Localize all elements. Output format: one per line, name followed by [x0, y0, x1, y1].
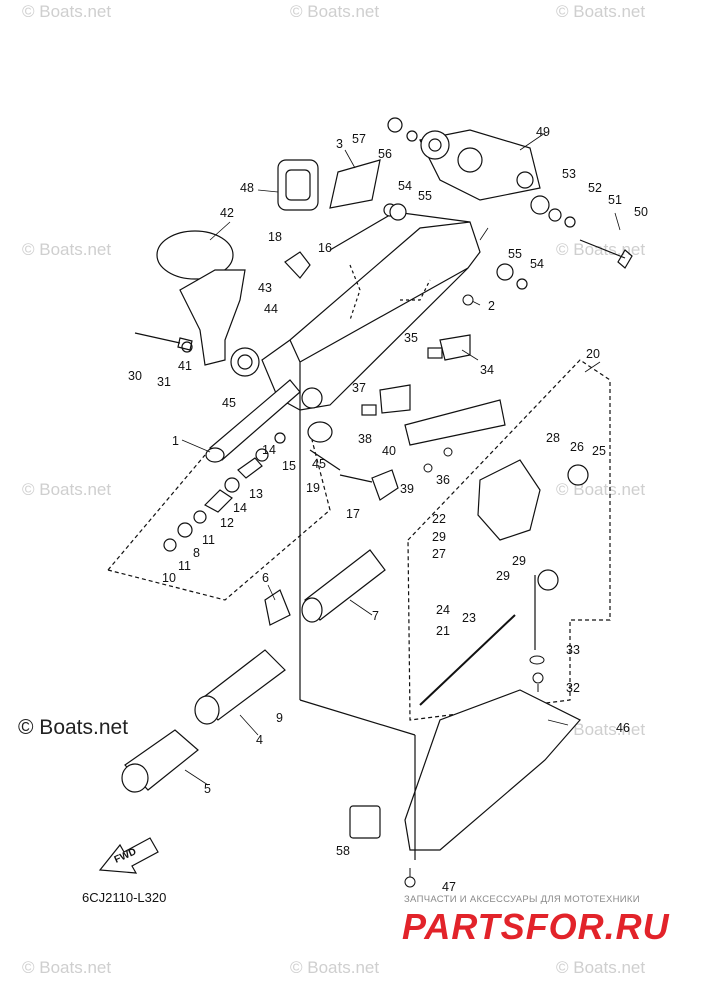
callout-40: 40 — [382, 444, 396, 458]
assembly-22 — [477, 459, 541, 541]
part-58 — [349, 805, 381, 839]
watermark: © Boats.net — [556, 2, 646, 21]
callout-29b: 29 — [512, 554, 526, 568]
watermark: © Boats.net — [290, 958, 380, 977]
callout-39: 39 — [400, 482, 414, 496]
callout-20: 20 — [586, 347, 600, 361]
callout-38: 38 — [358, 432, 372, 446]
callout-54b: 54 — [530, 257, 544, 271]
callout-55: 55 — [418, 189, 432, 203]
part-48 — [277, 159, 319, 211]
callout-15: 15 — [282, 459, 296, 473]
watermark-large: © Boats.net — [18, 716, 129, 739]
callout-44: 44 — [264, 302, 278, 316]
callout-45b: 45 — [312, 457, 326, 471]
group-frame-20 — [407, 359, 611, 721]
callout-42: 42 — [220, 206, 234, 220]
watermark: © Boats.net — [22, 2, 112, 21]
callout-58: 58 — [336, 844, 350, 858]
callout-12: 12 — [220, 516, 234, 530]
callout-34: 34 — [480, 363, 494, 377]
watermark: © Boats.net — [290, 2, 380, 21]
callout-32: 32 — [566, 681, 580, 695]
callout-11: 11 — [202, 533, 215, 547]
callout-3: 3 — [336, 137, 343, 151]
callout-29c: 29 — [496, 569, 510, 583]
callout-30: 30 — [128, 369, 142, 383]
watermark: © Boats.net — [22, 240, 112, 259]
callout-57: 57 — [352, 132, 366, 146]
callout-8: 8 — [193, 546, 200, 560]
fwd-arrow — [98, 837, 159, 874]
callout-4: 4 — [256, 733, 263, 747]
callout-2: 2 — [488, 299, 495, 313]
bolt-30 — [134, 332, 193, 351]
callout-11b: 11 — [178, 559, 191, 573]
callout-46: 46 — [616, 721, 630, 735]
diagram-code: 6CJ2110-L320 — [82, 890, 167, 905]
callout-5: 5 — [204, 782, 211, 796]
callout-24: 24 — [436, 603, 450, 617]
callout-52: 52 — [588, 181, 602, 195]
callout-35: 35 — [404, 331, 418, 345]
cover-46 — [404, 689, 581, 851]
promo-text: ЗАПЧАСТИ И АКСЕССУАРЫ ДЛЯ МОТОТЕХНИКИ — [404, 894, 640, 905]
callout-55b: 55 — [508, 247, 522, 261]
callout-31: 31 — [157, 375, 171, 389]
callout-37: 37 — [352, 381, 366, 395]
callout-43: 43 — [258, 281, 272, 295]
shaft-1 — [209, 379, 301, 461]
cap-42 — [156, 230, 234, 280]
callout-48: 48 — [240, 181, 254, 195]
lever-41 — [179, 269, 246, 366]
callout-25: 25 — [592, 444, 606, 458]
callout-23: 23 — [462, 611, 476, 625]
callout-19: 19 — [306, 481, 320, 495]
tiller-handle-body — [261, 221, 481, 411]
callout-1: 1 — [172, 434, 179, 448]
callout-13: 13 — [249, 487, 263, 501]
callout-56: 56 — [378, 147, 392, 161]
callout-16: 16 — [318, 241, 332, 255]
callout-14: 14 — [262, 443, 276, 457]
promo-logo: PARTSFOR.RU — [402, 906, 670, 947]
group-frame-left — [107, 439, 331, 601]
callout-28: 28 — [546, 431, 560, 445]
callout-18: 18 — [268, 230, 282, 244]
callout-50: 50 — [634, 205, 648, 219]
callout-21: 21 — [436, 624, 450, 638]
callout-41: 41 — [178, 359, 192, 373]
rod-21 — [419, 614, 516, 706]
callout-27: 27 — [432, 547, 446, 561]
callout-26: 26 — [570, 440, 584, 454]
watermark: © Boats.net — [22, 480, 112, 499]
callout-47: 47 — [442, 880, 456, 894]
bolt-50 — [579, 239, 633, 269]
watermark: © Boats.net — [22, 958, 112, 977]
callout-22: 22 — [432, 512, 446, 526]
plate-3 — [329, 159, 381, 209]
callout-14b: 14 — [233, 501, 247, 515]
watermark: © Boats.net — [556, 958, 646, 977]
callout-9: 9 — [276, 711, 283, 725]
callout-6: 6 — [262, 571, 269, 585]
watermark: © Boats.net — [556, 720, 646, 739]
callout-29: 29 — [432, 530, 446, 544]
callouts: 1 2 3 4 5 6 7 8 9 10 11 11 12 13 14 14 1… — [128, 125, 648, 894]
callout-10: 10 — [162, 571, 176, 585]
callout-17: 17 — [346, 507, 360, 521]
callout-53: 53 — [562, 167, 576, 181]
callout-7: 7 — [372, 609, 379, 623]
callout-36: 36 — [436, 473, 450, 487]
callout-49: 49 — [536, 125, 550, 139]
callout-45: 45 — [222, 396, 236, 410]
callout-33: 33 — [566, 643, 580, 657]
callout-51: 51 — [608, 193, 622, 207]
callout-54: 54 — [398, 179, 412, 193]
